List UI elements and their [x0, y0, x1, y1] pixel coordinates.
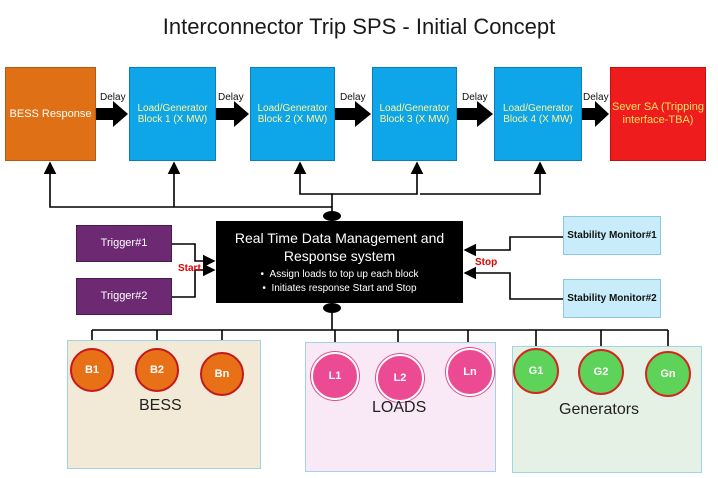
sever-sa-box: Sever SA (Tripping interface-TBA) — [610, 67, 706, 161]
generator-unit-g2: G2 — [578, 349, 624, 395]
core-to-chain-lines — [43, 161, 547, 221]
core-system-title: Real Time Data Management and Response s… — [234, 229, 445, 264]
core-system-box: Real Time Data Management and Response s… — [216, 221, 463, 303]
core-bullet-2: Initiates response Start and Stop — [260, 282, 418, 296]
delay-label-3: Delay — [340, 92, 366, 103]
start-label: Start — [178, 263, 201, 274]
load-unit-l1: L1 — [311, 352, 359, 400]
core-bottom-connector — [323, 303, 341, 313]
trigger-lines — [172, 243, 216, 298]
block-2-box: Load/Generator Block 2 (X MW) — [250, 67, 335, 161]
delay-label-4: Delay — [462, 92, 488, 103]
trigger-1-box: Trigger#1 — [76, 225, 172, 262]
bess-unit-bn: Bn — [200, 352, 244, 396]
diagram-title: Interconnector Trip SPS - Initial Concep… — [162, 14, 556, 39]
generator-unit-gn: Gn — [645, 351, 691, 397]
bess-unit-b2: B2 — [135, 348, 179, 392]
block-3-box: Load/Generator Block 3 (X MW) — [372, 67, 457, 161]
chain-arrows — [96, 101, 609, 127]
core-bullet-1: Assign loads to top up each block — [260, 268, 419, 282]
bess-group-label: BESS — [139, 397, 182, 414]
core-top-connector — [323, 211, 341, 221]
stability-monitor-1-box: Stability Monitor#1 — [563, 216, 661, 255]
trigger-2-box: Trigger#2 — [76, 278, 172, 315]
generator-unit-g1: G1 — [513, 348, 559, 394]
delay-label-1: Delay — [100, 92, 126, 103]
bess-response-box: BESS Response — [5, 67, 96, 161]
stop-label: Stop — [475, 257, 498, 268]
monitor-lines — [463, 236, 563, 300]
loads-group-label: LOADS — [372, 399, 427, 416]
delay-label-2: Delay — [218, 92, 244, 103]
bess-unit-b1: B1 — [70, 348, 114, 392]
core-bullet-list: Assign loads to top up each block Initia… — [260, 268, 419, 296]
delay-label-5: Delay — [583, 92, 609, 103]
load-unit-ln: Ln — [446, 348, 494, 396]
block-1-box: Load/Generator Block 1 (X MW) — [129, 67, 216, 161]
block-4-box: Load/Generator Block 4 (X MW) — [494, 67, 582, 161]
load-unit-l2: L2 — [376, 354, 424, 402]
stability-monitor-2-box: Stability Monitor#2 — [563, 279, 661, 318]
generators-group-label: Generators — [559, 401, 640, 418]
